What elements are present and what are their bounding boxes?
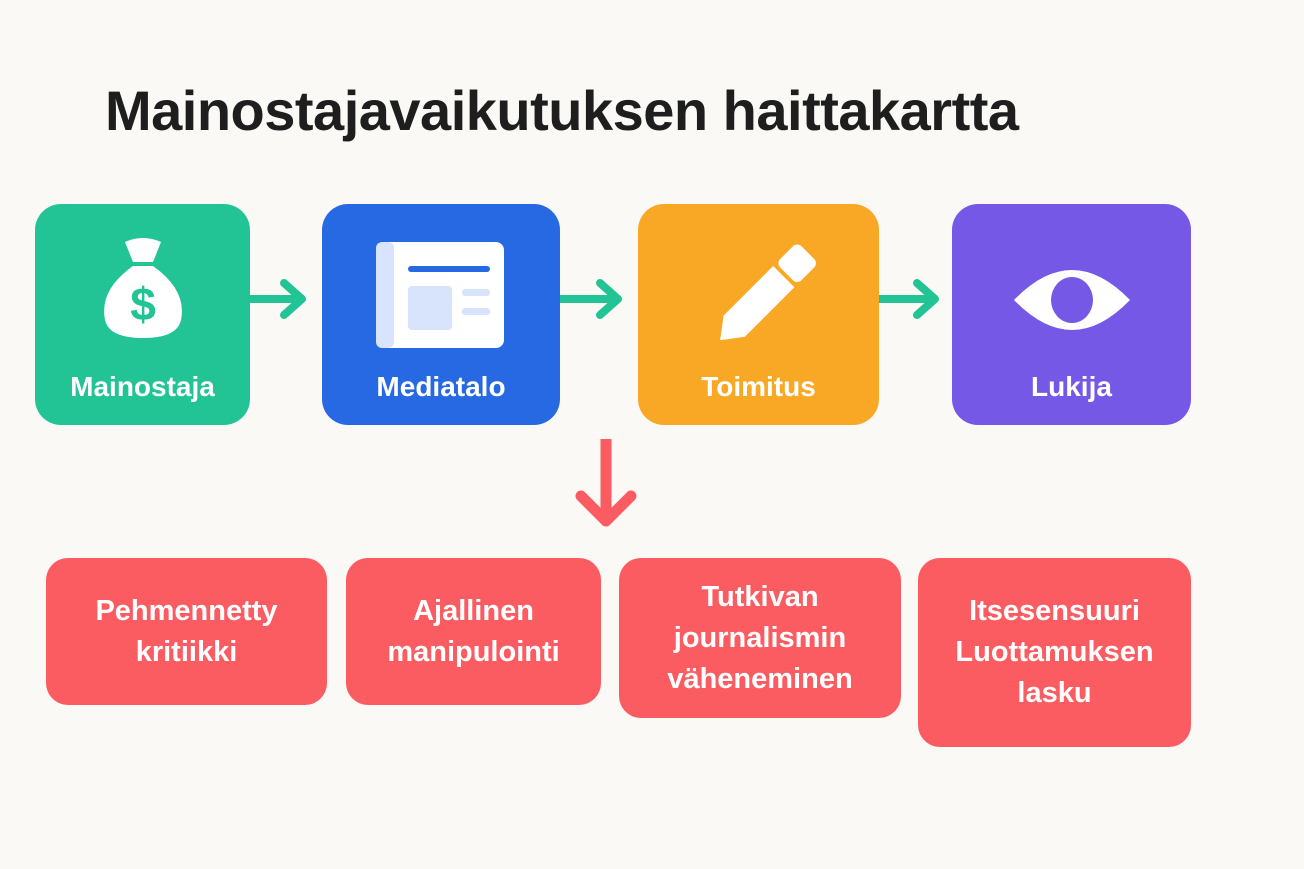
node-media-house: Mediatalo <box>322 204 560 425</box>
node-reader: Lukija <box>952 204 1191 425</box>
harm-text: Itsesensuuri <box>969 595 1140 627</box>
node-label: Toimitus <box>701 371 816 402</box>
flow-arrow-icon <box>879 279 939 319</box>
node-label: Mediatalo <box>376 371 506 402</box>
node-advertiser: $ Mainostaja <box>35 204 250 425</box>
newspaper-icon <box>322 242 560 350</box>
svg-text:$: $ <box>130 278 156 330</box>
harm-investigative-decline: Tutkivan journalismin väheneminen <box>619 558 901 718</box>
node-editorial: Toimitus <box>638 204 879 425</box>
harm-text: Pehmennetty <box>95 594 278 627</box>
down-arrow-icon <box>575 439 637 527</box>
harm-text: Ajallinen <box>413 594 534 627</box>
node-label: Lukija <box>1031 371 1112 402</box>
diagram-title: Mainostajavaikutuksen haittakartta <box>105 79 1019 142</box>
harm-softened-criticism: Pehmennetty kritiikki <box>46 558 327 705</box>
flow-arrow-icon <box>560 279 622 319</box>
harm-self-censorship-trust: Itsesensuuri Luottamuksen lasku <box>918 558 1191 747</box>
node-label: Mainostaja <box>70 371 215 402</box>
flow-arrow-icon <box>250 279 306 319</box>
pencil-icon <box>638 240 879 360</box>
harm-text: väheneminen <box>667 662 853 695</box>
harm-text: manipulointi <box>387 635 560 668</box>
eye-icon <box>952 260 1191 340</box>
harm-text: journalismin <box>673 621 847 654</box>
harm-text: Luottamuksen <box>955 636 1154 668</box>
harm-text: Tutkivan <box>701 580 819 613</box>
harm-timing-manipulation: Ajallinen manipulointi <box>346 558 601 705</box>
money-bag-icon: $ <box>35 228 250 340</box>
harm-text: kritiikki <box>135 635 238 668</box>
harm-text: lasku <box>1017 677 1092 709</box>
